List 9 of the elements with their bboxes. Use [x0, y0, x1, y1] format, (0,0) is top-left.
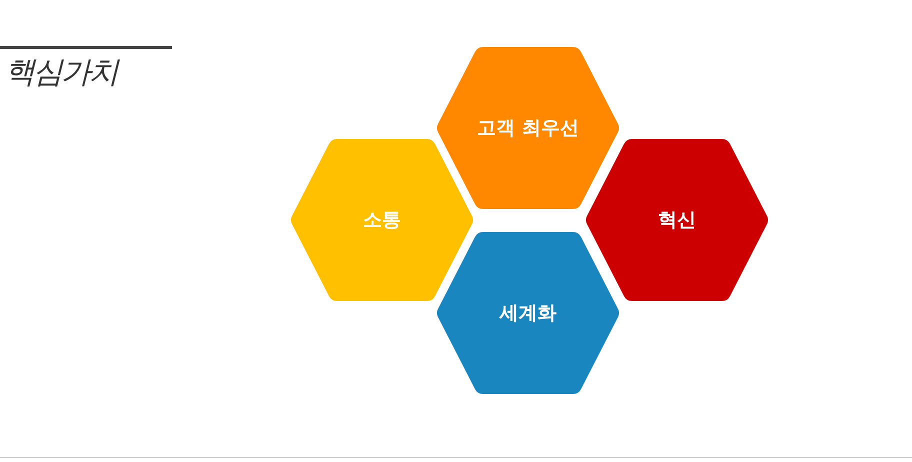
hexagon-tile [437, 232, 619, 394]
tile-label: 혁신 [657, 208, 697, 233]
tile-label: 세계화 [498, 301, 558, 326]
hexagon-tile [437, 47, 619, 209]
page-title: 핵심가치 [5, 54, 117, 92]
hexagon-tile [586, 139, 768, 301]
hexagon-tile [291, 139, 473, 301]
tile-label: 소통 [362, 208, 402, 233]
tile-label: 고객 최우선 [476, 116, 580, 141]
